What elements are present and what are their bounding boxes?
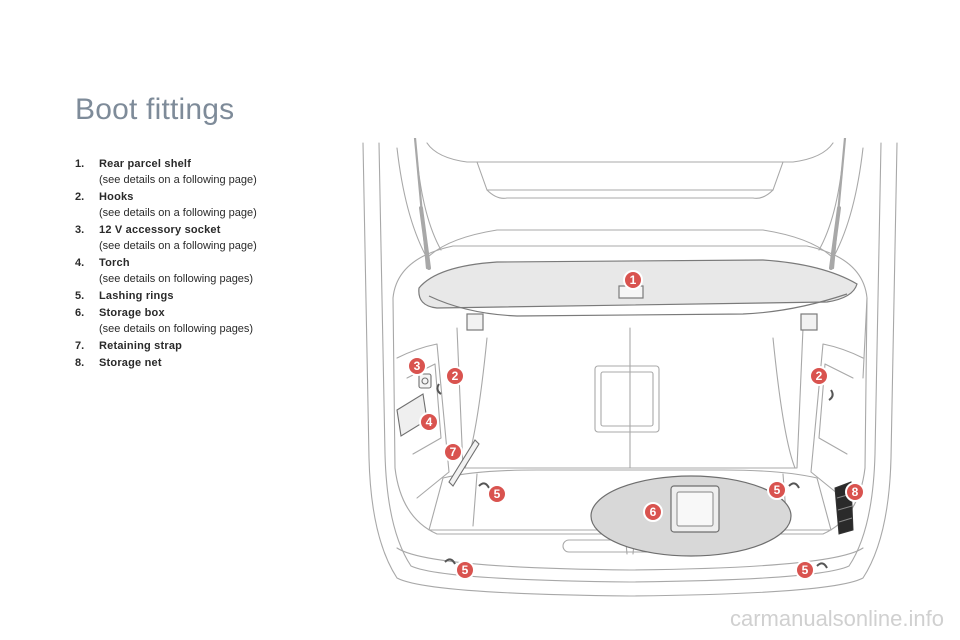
legend-item-torch: 4. Torch (see details on following pages) xyxy=(75,256,335,286)
svg-text:6: 6 xyxy=(650,505,657,519)
lashing-rings xyxy=(444,482,828,569)
svg-text:8: 8 xyxy=(852,485,859,499)
svg-text:4: 4 xyxy=(426,415,433,429)
svg-text:3: 3 xyxy=(414,359,421,373)
callout-5-bumper-left: 5 xyxy=(455,560,475,580)
svg-text:2: 2 xyxy=(816,369,823,383)
boot-floor xyxy=(428,469,832,531)
rear-bumper xyxy=(396,547,864,571)
legend-item-hooks: 2. Hooks (see details on a following page… xyxy=(75,190,335,220)
legend-number: 4. xyxy=(75,257,85,269)
legend-label: Rear parcel shelf xyxy=(99,158,192,170)
legend-item-lashing-rings: 5. Lashing rings xyxy=(75,289,335,303)
car-body-inner-outline xyxy=(378,142,882,583)
storage-box xyxy=(590,475,792,557)
legend-item-storage-net: 8. Storage net xyxy=(75,356,335,370)
lashing-ring xyxy=(444,558,456,565)
legend-number: 5. xyxy=(75,290,85,302)
svg-text:7: 7 xyxy=(450,445,457,459)
svg-text:5: 5 xyxy=(462,563,469,577)
legend-label: Storage box xyxy=(99,307,165,319)
callout-7: 7 xyxy=(443,442,463,462)
svg-text:5: 5 xyxy=(494,487,501,501)
boot-illustration: 1 2 2 3 4 7 5 5 5 5 6 8 xyxy=(362,138,898,597)
legend-label: Torch xyxy=(99,257,130,269)
legend-detail: (see details on a following page) xyxy=(99,240,257,252)
lashing-ring xyxy=(816,562,828,569)
legend-number: 8. xyxy=(75,357,85,369)
callout-6: 6 xyxy=(643,502,663,522)
right-side-wall xyxy=(810,343,864,499)
tailgate-header xyxy=(426,142,834,163)
legend-item-rear-parcel-shelf: 1. Rear parcel shelf (see details on a fo… xyxy=(75,157,335,187)
callout-5-floor-left: 5 xyxy=(487,484,507,504)
legend-number: 2. xyxy=(75,191,85,203)
legend-number: 3. xyxy=(75,224,85,236)
legend-number: 1. xyxy=(75,158,85,170)
callout-2-right: 2 xyxy=(809,366,829,386)
legend-item-retaining-strap: 7. Retaining strap xyxy=(75,339,335,353)
legend-label: Retaining strap xyxy=(99,340,183,352)
hook-left xyxy=(436,383,442,395)
legend-detail: (see details on following pages) xyxy=(99,273,254,285)
legend-detail: (see details on a following page) xyxy=(99,207,257,219)
legend-detail: (see details on a following page) xyxy=(99,174,257,186)
svg-text:5: 5 xyxy=(774,483,781,497)
rear-parcel-shelf xyxy=(418,259,858,331)
legend-number: 7. xyxy=(75,340,85,352)
svg-text:1: 1 xyxy=(630,273,637,287)
lashing-ring xyxy=(478,482,490,489)
car-body-outline xyxy=(362,142,898,597)
legend-label: Lashing rings xyxy=(99,290,174,302)
legend-detail: (see details on following pages) xyxy=(99,323,254,335)
lashing-ring xyxy=(788,482,800,489)
callout-2-left: 2 xyxy=(445,366,465,386)
legend-item-accessory-socket: 3. 12 V accessory socket (see details on … xyxy=(75,223,335,253)
legend-list: 1. Rear parcel shelf (see details on a fo… xyxy=(75,157,335,373)
retaining-strap xyxy=(448,439,480,487)
legend-label: Hooks xyxy=(99,191,134,203)
boot-opening xyxy=(392,245,868,379)
callout-3: 3 xyxy=(407,356,427,376)
watermark: carmanualsonline.info xyxy=(729,606,944,631)
left-pillar xyxy=(396,147,864,259)
svg-text:2: 2 xyxy=(452,369,459,383)
hook-right xyxy=(828,389,834,401)
legend-item-storage-box: 6. Storage box (see details on following … xyxy=(75,306,335,336)
callout-4: 4 xyxy=(419,412,439,432)
callout-1: 1 xyxy=(623,270,643,290)
legend-label: 12 V accessory socket xyxy=(99,224,221,236)
seat-panel xyxy=(594,365,660,433)
left-side-wall xyxy=(396,343,450,499)
callout-5-bumper-right: 5 xyxy=(795,560,815,580)
legend-label: Storage net xyxy=(99,357,162,369)
accessory-socket xyxy=(418,373,432,389)
callout-8: 8 xyxy=(845,482,865,502)
page-title: Boot fittings xyxy=(75,93,235,126)
svg-text:5: 5 xyxy=(802,563,809,577)
callout-5-floor-right: 5 xyxy=(767,480,787,500)
legend-number: 6. xyxy=(75,307,85,319)
